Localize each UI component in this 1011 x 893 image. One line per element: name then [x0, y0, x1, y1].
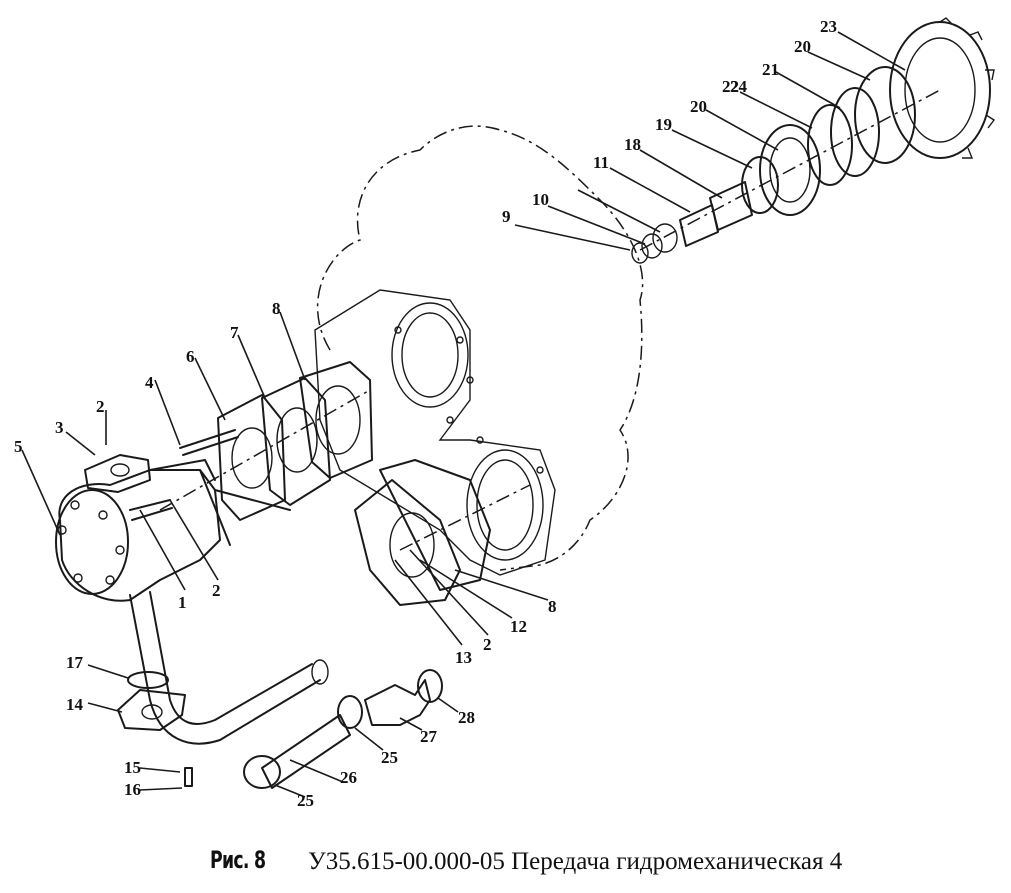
callout-17: 17: [66, 653, 84, 672]
callout-14: 14: [66, 695, 84, 714]
callout-12: 12: [510, 617, 527, 636]
bore-upper: [391, 302, 469, 408]
cover-12: [354, 479, 461, 606]
callout-24: 24: [730, 77, 748, 96]
figure-label: Рис. 8: [210, 846, 266, 874]
callout-7: 7: [230, 323, 239, 342]
callout-labels: 1222345678891011121314151617181920202122…: [14, 17, 837, 810]
pipe-elbow: [129, 591, 321, 745]
flange-8: [299, 361, 373, 479]
callout-2: 2: [96, 397, 105, 416]
callout-11: 11: [593, 153, 609, 172]
ring-24: [652, 223, 678, 253]
gasket-6: [217, 394, 286, 521]
callout-20: 20: [794, 37, 811, 56]
housing-plate: [314, 289, 556, 576]
bolt-16: [184, 767, 193, 787]
flange-14: [117, 689, 186, 731]
pump-top-flange: [84, 454, 151, 493]
callout-2: 2: [483, 635, 492, 654]
fitting-27: [364, 679, 431, 726]
callout-13: 13: [455, 648, 472, 667]
callout-19: 19: [655, 115, 672, 134]
needle-bearing-11: [679, 204, 719, 247]
figure-caption: Рис. 8 У35.615-00.000-05 Передача гидром…: [210, 846, 842, 886]
bearing-20a: [759, 124, 821, 216]
callout-8: 8: [272, 299, 281, 318]
flange-8-lower: [379, 459, 491, 591]
seal-28: [417, 669, 443, 703]
callout-8: 8: [548, 597, 557, 616]
callout-26: 26: [340, 768, 357, 787]
callout-23: 23: [820, 17, 837, 36]
gasket-7: [261, 377, 331, 506]
snap-ring-21: [830, 87, 880, 177]
pump-body: [58, 469, 221, 602]
ring-9: [631, 242, 649, 264]
callout-9: 9: [502, 207, 511, 226]
clamp-25b: [337, 695, 363, 729]
callout-1: 1: [178, 593, 187, 612]
leader-lines: [21, 31, 906, 798]
clamp-25a: [243, 755, 281, 789]
callout-28: 28: [458, 708, 475, 727]
callout-2: 2: [212, 581, 221, 600]
ring-10: [641, 233, 663, 259]
callout-5: 5: [14, 437, 23, 456]
callout-20: 20: [690, 97, 707, 116]
callout-22: 22: [722, 77, 739, 96]
bore-lower: [466, 449, 544, 561]
callout-27: 27: [420, 727, 438, 746]
snap-ring-23: [807, 104, 853, 186]
callout-18: 18: [624, 135, 641, 154]
race-19: [741, 156, 779, 214]
callout-16: 16: [124, 780, 141, 799]
callout-25: 25: [297, 791, 314, 810]
pump-cover-5: [55, 489, 129, 595]
callout-15: 15: [124, 758, 141, 777]
housing-outline: [316, 125, 644, 571]
callout-3: 3: [55, 418, 64, 437]
stud-4: [179, 429, 239, 456]
callout-4: 4: [145, 373, 154, 392]
callout-25: 25: [381, 748, 398, 767]
hose-26: [261, 714, 351, 789]
o-ring-17: [127, 671, 169, 689]
callout-21: 21: [762, 60, 779, 79]
callout-10: 10: [532, 190, 549, 209]
bearing-20b: [854, 66, 916, 164]
needle-bearing-18: [709, 181, 753, 231]
figure-title: У35.615-00.000-05 Передача гидромеханиче…: [308, 848, 843, 875]
callout-6: 6: [186, 347, 195, 366]
